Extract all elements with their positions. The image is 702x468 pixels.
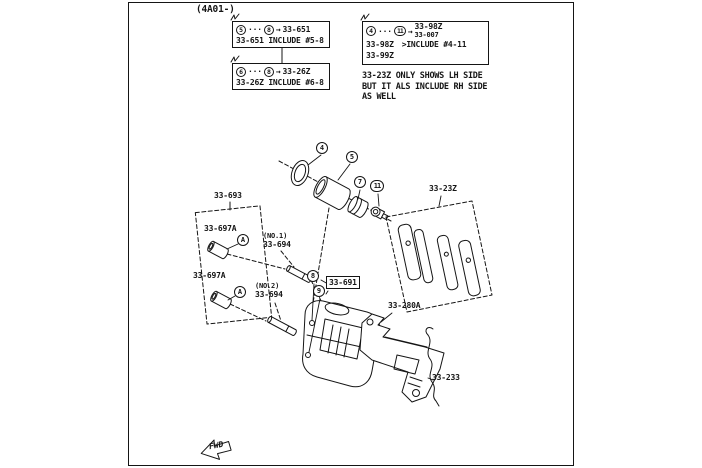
wear-indicator-wire (425, 327, 440, 407)
guide-bushing-upper (207, 240, 229, 260)
pad-set-box (385, 200, 493, 313)
range-dots: ··· (248, 67, 262, 76)
target-code-alt: 33-007 (414, 31, 439, 39)
page-ref-marks (230, 13, 370, 63)
arrow-glyph: → (275, 25, 281, 34)
wear-indicator-label: 33-233 (432, 373, 460, 382)
page-code: (4A01-) (196, 4, 235, 15)
assembly-axis-lines (226, 160, 392, 322)
target-code: 33-651 (282, 25, 311, 34)
legend-box-98z: 4 ··· 11 → 33-98Z 33-007 33-98Z >INCLUDE… (362, 21, 489, 65)
legend-651-note-row: 33-651 INCLUDE #5-8 (236, 35, 326, 46)
legend-box-26z: 6 ··· 8 → 33-26Z 33-26Z INCLUDE #6-8 (232, 63, 330, 90)
legend-26z-range-row: 6 ··· 8 → 33-26Z (236, 66, 326, 77)
target-code-stack: 33-98Z 33-007 (414, 22, 443, 40)
legend-651-range-row: 5 ··· 8 → 33-651 (236, 24, 326, 35)
side-note: 33-23Z ONLY SHOWS LH SIDE BUT IT ALS INC… (362, 71, 488, 103)
callout-a-lower: A (234, 286, 246, 298)
range-dots: ··· (378, 26, 392, 36)
legend-98z-range-row: 4 ··· 11 → 33-98Z 33-007 (366, 23, 485, 39)
include-note: 33-651 INCLUDE #5-8 (236, 36, 324, 45)
include-note: 33-26Z INCLUDE #6-8 (236, 78, 324, 87)
seal-ring (290, 159, 310, 187)
drawing-frame (128, 2, 574, 466)
arrow-glyph: → (407, 26, 413, 36)
assembly-code: 33-98Z (366, 40, 394, 49)
range-end-callout: 8 (263, 24, 274, 35)
legend-98z-include-row: 33-98Z >INCLUDE #4-11 (366, 39, 485, 50)
dust-boot (347, 196, 369, 218)
bushing-lower-label: 33-697A (193, 271, 226, 280)
pad-shim (436, 234, 459, 291)
callout-5: 5 (346, 151, 358, 163)
bolt-set-label: 33-691 (326, 276, 360, 289)
callout-8: 8 (307, 270, 319, 282)
assembly-code: 33-99Z (366, 51, 394, 60)
range-start-callout: 4 (366, 26, 376, 36)
range-dots: ··· (248, 25, 262, 34)
callout-a-upper: A (237, 234, 249, 246)
pin2-code-label: 33-694 (255, 290, 283, 299)
guide-pin-2 (267, 316, 297, 336)
arrow-glyph: → (275, 67, 281, 76)
legend-99z-row: 33-99Z (366, 50, 485, 61)
piston (313, 176, 351, 210)
pin1-code-label: 33-694 (263, 240, 291, 249)
legend-26z-note-row: 33-26Z INCLUDE #6-8 (236, 77, 326, 88)
mounting-support-label: 33-280A (388, 301, 421, 310)
brake-pad-left (397, 223, 434, 284)
callout-4: 4 (316, 142, 328, 154)
pin1-number-label: (NO.1) (263, 232, 288, 240)
side-note-line-2: BUT IT ALS INCLUDE RH SIDE (362, 81, 488, 92)
callout-7: 7 (354, 176, 366, 188)
range-end-callout: 11 (393, 26, 406, 36)
callout-11: 11 (370, 180, 384, 192)
range-start-callout: 5 (236, 24, 246, 35)
brake-pad-right (458, 239, 481, 297)
callout-9: 9 (313, 285, 325, 297)
exploded-diagram (194, 13, 493, 460)
bushing-upper-label: 33-697A (204, 224, 237, 233)
mounting-support (359, 313, 445, 403)
guide-bushing-lower (210, 290, 232, 310)
range-start-callout: 6 (236, 66, 246, 77)
pin2-number-label: (NO.2) (255, 282, 280, 290)
include-note: >INCLUDE #4-11 (401, 40, 467, 49)
target-code: 33-26Z (282, 67, 311, 76)
side-note-line-3: AS WELL (362, 92, 396, 102)
side-note-line-1: 33-23Z ONLY SHOWS LH SIDE (362, 71, 483, 81)
target-code: 33-98Z (414, 22, 443, 31)
pad-set-label: 33-23Z (429, 184, 457, 193)
carrier-group-box (194, 205, 273, 325)
legend-box-651: 5 ··· 8 → 33-651 33-651 INCLUDE #5-8 (232, 21, 330, 48)
carrier-group-label: 33-693 (214, 191, 242, 200)
fwd-arrow (200, 439, 232, 460)
range-end-callout: 8 (263, 66, 274, 77)
